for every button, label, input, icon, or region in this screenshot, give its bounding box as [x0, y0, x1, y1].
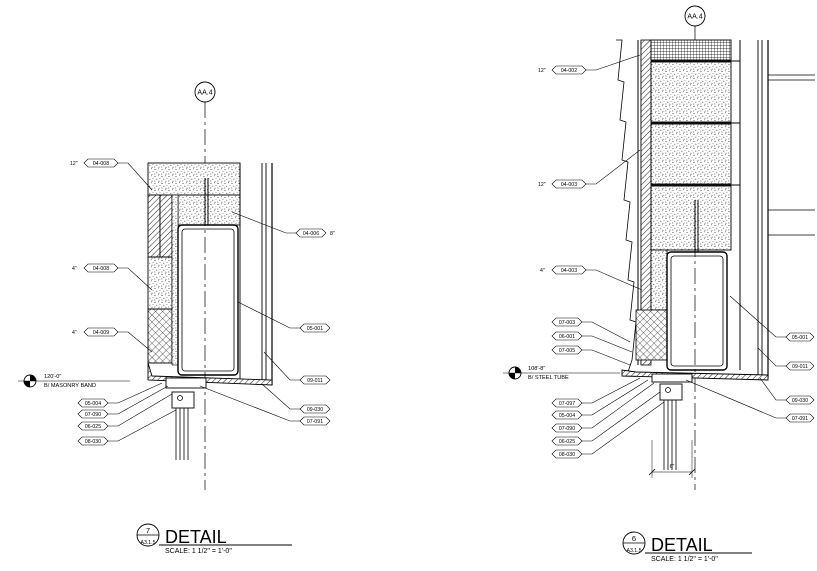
masonry-cross-lower [635, 309, 668, 361]
callout-size: 12" [538, 182, 546, 188]
soffit-plate [165, 377, 207, 389]
detail-title-block: 7 A3.1.5 DETAIL SCALE: 1 1/2" = 1'-0" [136, 523, 292, 555]
callout-code: 04-008 [93, 266, 109, 272]
callout-code: 04-003 [561, 268, 577, 274]
callout [685, 295, 815, 423]
callout-code: 06-025 [559, 439, 575, 445]
detail-number: 7 [146, 526, 150, 535]
callout-code: 04-009 [93, 330, 109, 336]
detail-title: DETAIL [165, 527, 227, 547]
sheet-number: A3.1.5 [627, 548, 642, 554]
callout-code: 04-008 [93, 161, 109, 167]
callout [551, 377, 665, 459]
callout-size: 12" [70, 161, 78, 167]
soffit-plate [651, 373, 693, 383]
bolt [665, 387, 671, 393]
callout-code: 07-005 [559, 348, 575, 354]
callout-code: 07-090 [559, 426, 575, 432]
level-elevation: 120'-0" [44, 374, 61, 380]
masonry-cross-lower [147, 308, 173, 364]
callout-size: 4" [72, 330, 77, 336]
dimension-tick [648, 468, 656, 476]
callout [551, 54, 643, 291]
callout-code: 09-030 [307, 407, 323, 413]
detail-6 [616, 25, 815, 490]
steel-tube-outer [177, 224, 239, 376]
callout-code: 09-011 [792, 364, 808, 370]
callout-code: 06-001 [559, 334, 575, 340]
grid-bubble: AA.4 [684, 5, 706, 27]
detail-7 [147, 102, 273, 490]
callout-size: 12" [538, 68, 546, 74]
callout-code: 05-004 [559, 413, 575, 419]
callout-code: 07-091 [792, 416, 808, 422]
callout-size: 4" [540, 268, 545, 274]
cap-grid [650, 39, 732, 61]
grid-bubble-label: AA.4 [197, 90, 212, 97]
callout-code: 07-091 [307, 419, 323, 425]
cmu-block [650, 185, 732, 251]
masonry-hatch-upper [147, 194, 161, 258]
detail-scale: SCALE: 1 1/2" = 1'-0" [651, 556, 718, 563]
detail-number: 6 [632, 534, 636, 543]
callout-code: 05-001 [307, 326, 323, 332]
callout-size: 8" [330, 231, 335, 237]
level-elevation: 108'-8" [528, 366, 545, 372]
steel-tube-inner [670, 255, 724, 367]
callout [199, 211, 331, 426]
sheet-number: A3.1.5 [141, 540, 156, 546]
level-marker: 108'-8" B/ STEEL TUBE [503, 366, 620, 381]
level-name: B/ STEEL TUBE [528, 375, 569, 381]
callout-code: 07-097 [559, 401, 575, 407]
grid-bubble: AA.4 [194, 81, 216, 103]
detail-title: DETAIL [651, 535, 713, 555]
cmu-block-upper [177, 194, 241, 226]
dimension-label: 6" [670, 464, 675, 470]
detail-scale: SCALE: 1 1/2" = 1'-0" [165, 548, 232, 555]
callout [77, 382, 177, 446]
callout-code: 09-011 [307, 378, 323, 384]
callout-code: 07-003 [559, 320, 575, 326]
cavity-lower [171, 194, 179, 366]
cmu-block-top [147, 162, 241, 196]
callout-code: 04-006 [303, 231, 319, 237]
dimension-tick [688, 468, 696, 476]
callout [551, 317, 633, 366]
callout-code: 06-025 [85, 424, 101, 430]
callout-code: 05-001 [792, 335, 808, 341]
head-clip [659, 383, 683, 401]
head-clip [171, 391, 195, 409]
callout-code: 04-002 [561, 68, 577, 74]
cladding [616, 39, 637, 373]
cmu-block [650, 123, 732, 185]
soffit-flashing [621, 369, 769, 381]
cmu-block [650, 61, 732, 123]
bolt [177, 395, 183, 401]
callout [83, 158, 153, 353]
callout-code: 05-004 [85, 401, 101, 407]
level-name: B/ MASONRY BAND [44, 383, 96, 389]
grid-bubble-label: AA.4 [687, 14, 702, 21]
masonry-hatch-mid [159, 194, 173, 258]
callout-code: 09-030 [792, 398, 808, 404]
masonry-stipple-mid [147, 256, 173, 310]
detail-title-block: 6 A3.1.5 DETAIL SCALE: 1 1/2" = 1'-0" [622, 531, 752, 563]
callout-code: 04-003 [561, 182, 577, 188]
steel-tube-inner [181, 228, 235, 372]
masonry-stipple-lower [650, 249, 668, 311]
callout-code: 08-030 [85, 439, 101, 445]
callout-code: 08-030 [559, 452, 575, 458]
steel-tube-outer [666, 251, 728, 371]
callout-size: 4" [72, 266, 77, 272]
callout-code: 07-090 [85, 412, 101, 418]
level-marker: 120'-0" B/ MASONRY BAND [18, 374, 130, 389]
